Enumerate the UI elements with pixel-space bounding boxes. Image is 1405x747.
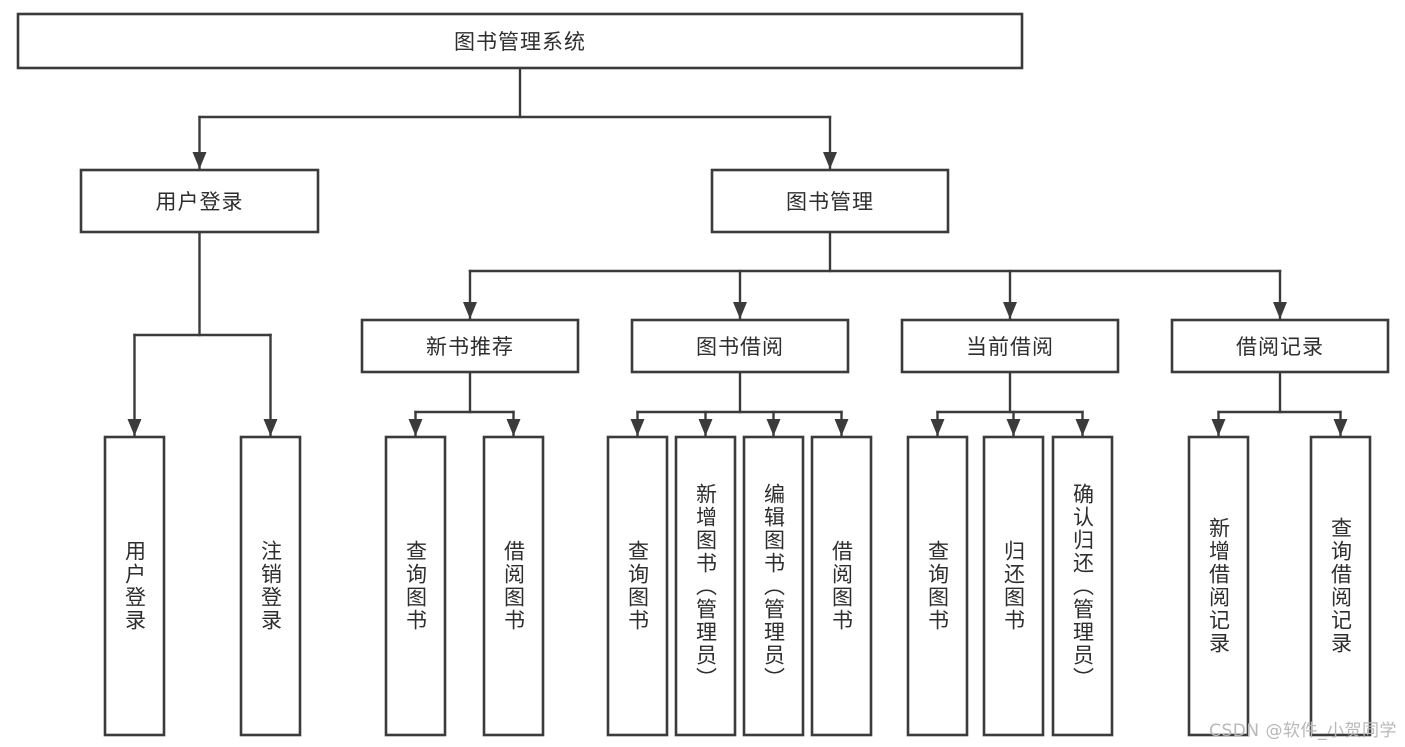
arrow-management-to-level3-2 xyxy=(1003,302,1017,319)
level2-node-0[interactable] xyxy=(79,168,320,234)
level3-node-2[interactable] xyxy=(900,318,1120,374)
level3-node-0[interactable] xyxy=(360,318,580,374)
connector-layer xyxy=(127,66,1348,437)
leaf-node-11[interactable] xyxy=(1187,435,1250,737)
arrow-management-to-level3-0 xyxy=(463,302,477,319)
arrow-0-to-leaf-0 xyxy=(127,419,142,436)
arrow-root-to-level2-0 xyxy=(192,152,207,169)
arrow-management-to-level3-3 xyxy=(1273,302,1287,319)
arrow-2-to-leaf-0 xyxy=(630,419,645,436)
leaf-node-9[interactable] xyxy=(982,435,1045,737)
arrow-1-to-leaf-1 xyxy=(506,419,521,436)
leaf-node-7[interactable] xyxy=(810,435,873,737)
leaf-node-4[interactable] xyxy=(606,435,669,737)
arrow-3-to-leaf-0 xyxy=(930,419,945,436)
watermark-text: CSDN @软件_小贺同学 xyxy=(1209,721,1397,741)
level2-node-1[interactable] xyxy=(710,168,950,234)
leaf-node-12[interactable] xyxy=(1309,435,1372,737)
arrow-0-to-leaf-1 xyxy=(263,419,278,436)
arrow-4-to-leaf-0 xyxy=(1211,419,1226,436)
leaf-node-2[interactable] xyxy=(384,435,447,737)
root-node-book-management-system[interactable] xyxy=(16,12,1024,70)
arrow-management-to-level3-1 xyxy=(733,302,747,319)
level3-node-1[interactable] xyxy=(630,318,850,374)
leaf-node-1[interactable] xyxy=(239,435,302,737)
leaf-node-0[interactable] xyxy=(103,435,166,737)
arrow-2-to-leaf-1 xyxy=(698,419,713,436)
arrow-2-to-leaf-3 xyxy=(834,419,849,436)
leaf-node-10[interactable] xyxy=(1051,435,1114,737)
arrow-3-to-leaf-1 xyxy=(1006,419,1021,436)
leaf-node-5[interactable] xyxy=(674,435,737,737)
arrow-1-to-leaf-0 xyxy=(408,419,423,436)
level3-node-3[interactable] xyxy=(1170,318,1390,374)
leaf-node-3[interactable] xyxy=(482,435,545,737)
leaf-node-8[interactable] xyxy=(906,435,969,737)
arrow-4-to-leaf-1 xyxy=(1333,419,1348,436)
arrow-2-to-leaf-2 xyxy=(766,419,781,436)
arrow-root-to-level2-1 xyxy=(823,152,837,169)
arrow-3-to-leaf-2 xyxy=(1075,419,1090,436)
node-box-layer xyxy=(16,12,1390,737)
leaf-node-6[interactable] xyxy=(742,435,805,737)
